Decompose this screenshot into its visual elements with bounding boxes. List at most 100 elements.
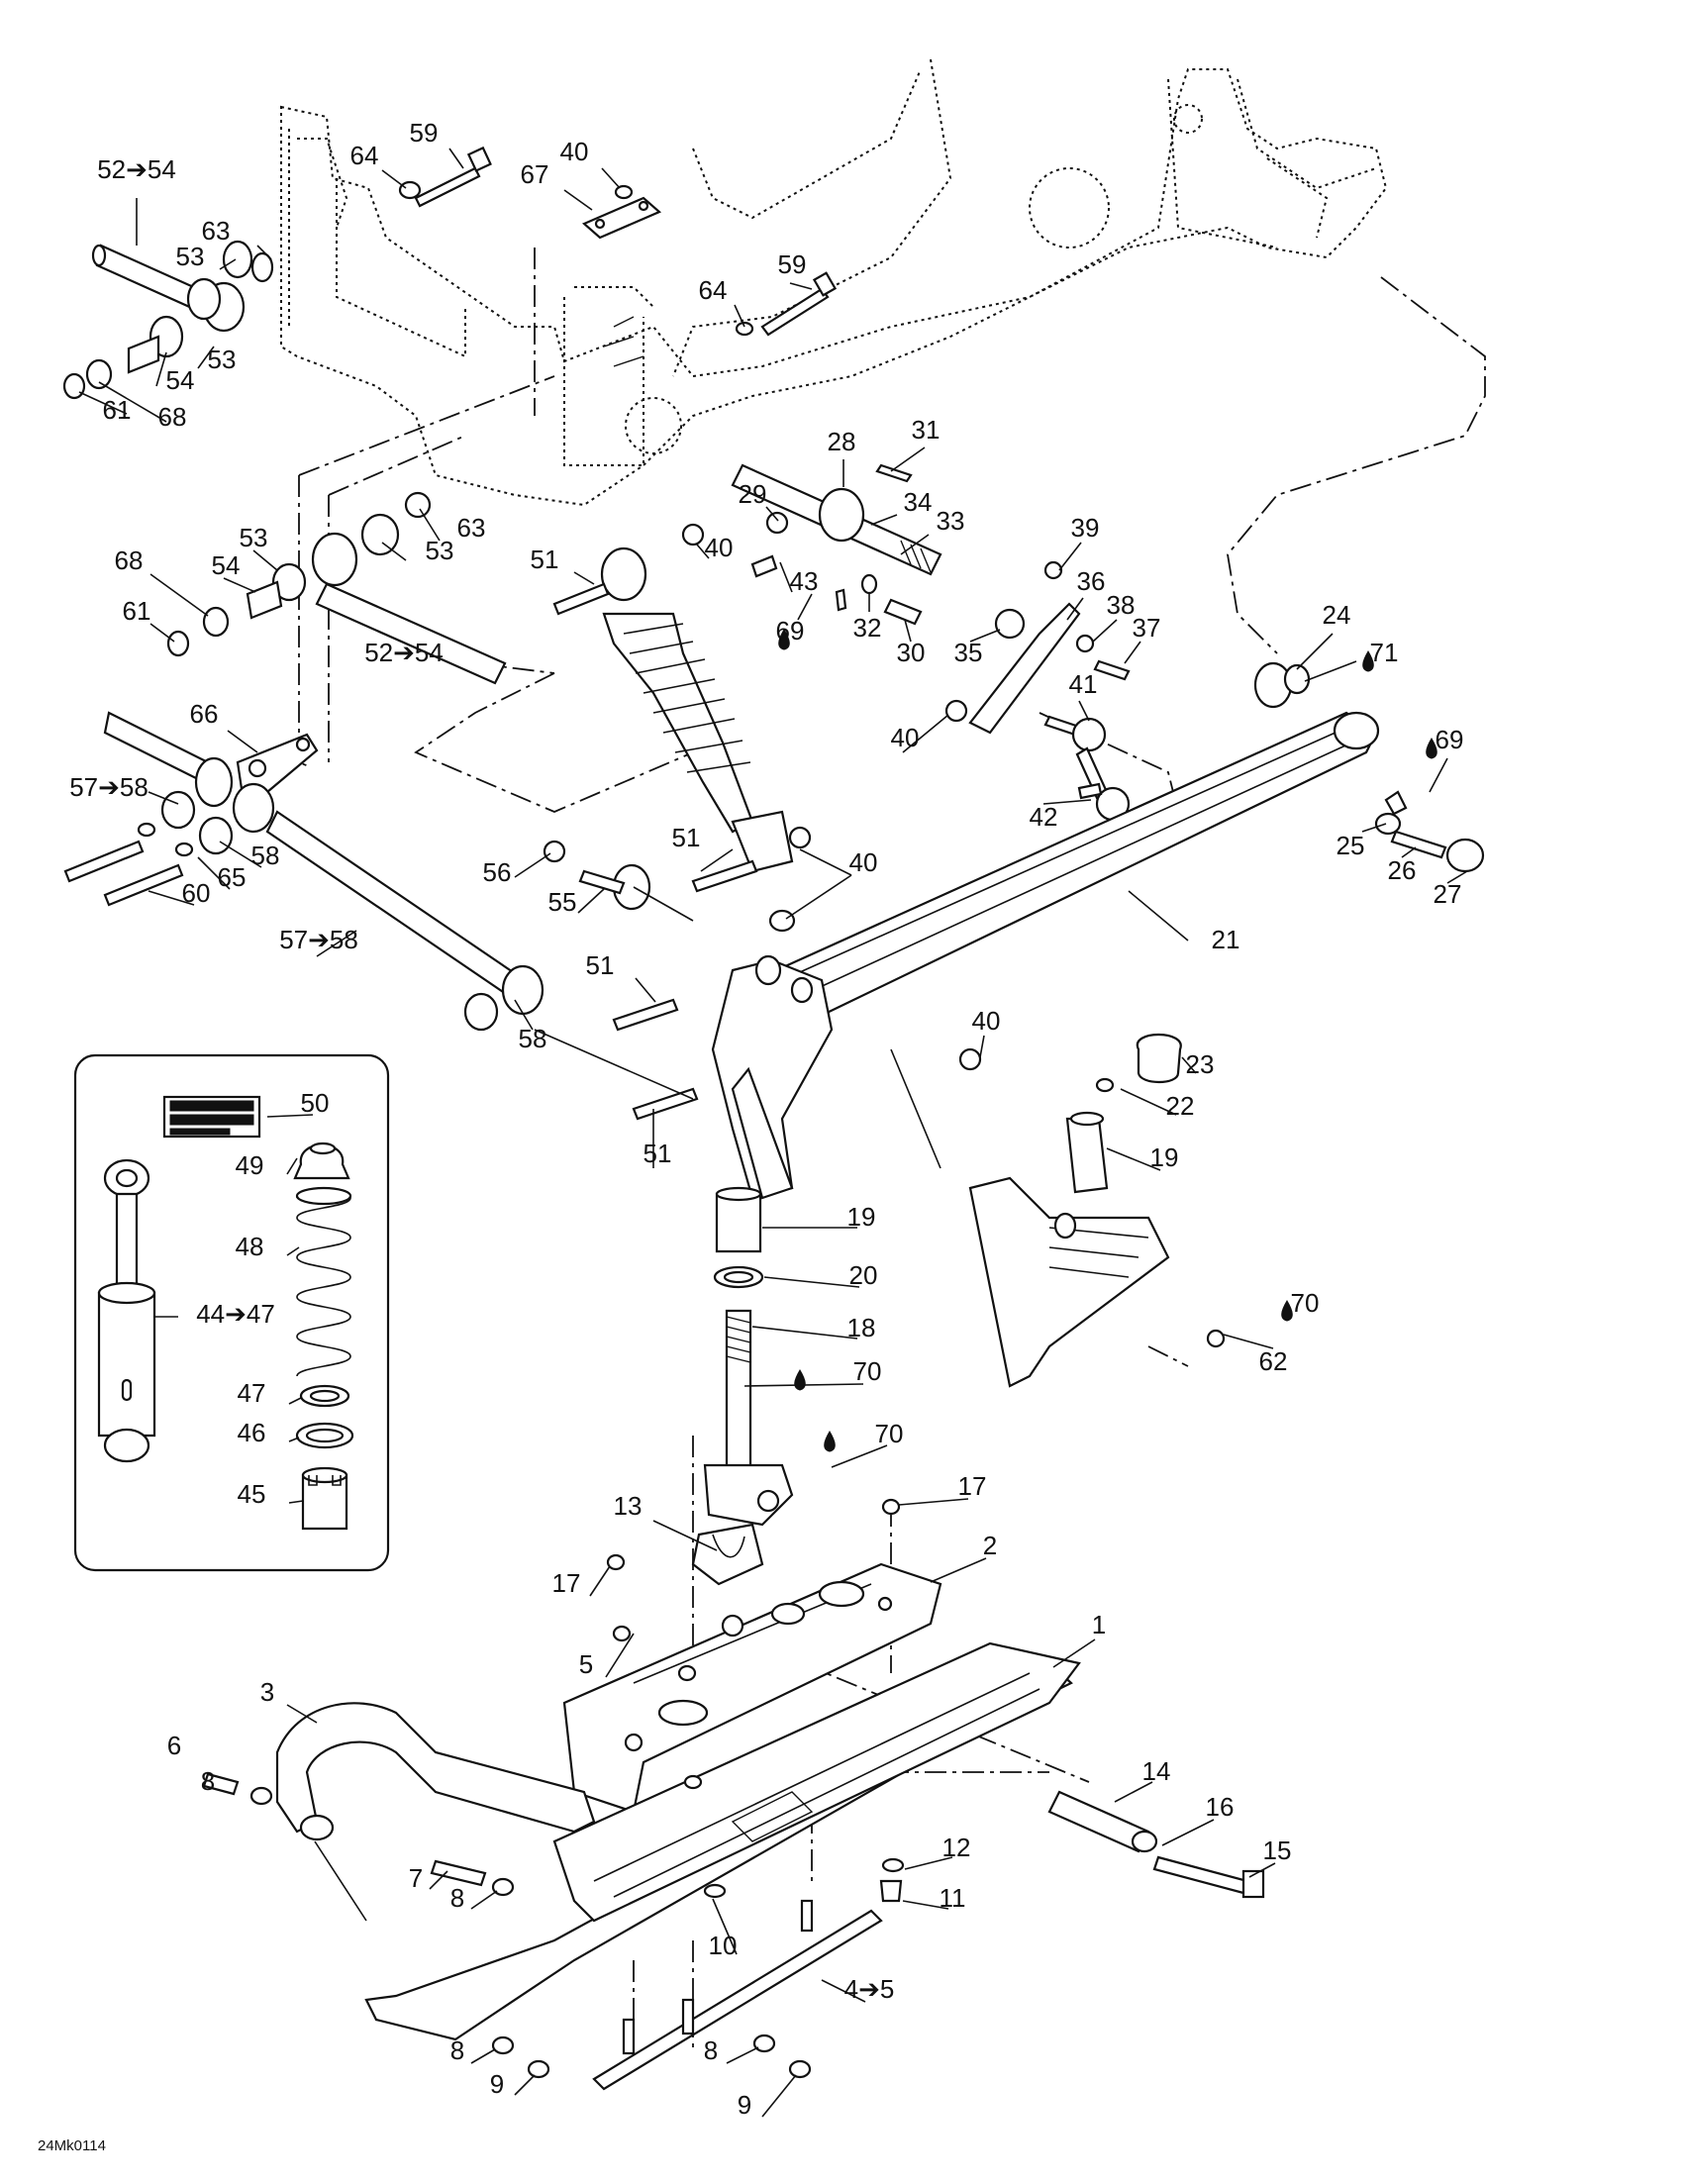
part-label-l4: 4➔5 [844,1974,895,2004]
part-label-l19a: 19 [1150,1142,1179,1172]
part-label-l49: 49 [236,1150,264,1180]
part-label-l29: 29 [739,479,767,509]
lubrication-drop-icons [778,629,1437,1452]
part-label-l1: 1 [1092,1610,1106,1639]
part-label-l8c: 8 [450,2035,464,2065]
part-label-l58b: 58 [519,1024,547,1053]
part-label-l8a: 8 [201,1766,215,1796]
part-label-l7: 7 [409,1863,423,1893]
part-label-l63b: 63 [457,513,486,543]
part-label-l23: 23 [1186,1049,1215,1079]
part-label-l51a: 51 [531,545,559,574]
trailing-arm [612,661,1485,1200]
part-label-l31: 31 [912,415,940,445]
part-label-l57a: 57➔58 [69,772,148,802]
part-label-l46: 46 [238,1418,266,1447]
drop-icon [824,1431,836,1452]
lower-arm-assembly [63,711,694,1100]
part-label-l48: 48 [236,1232,264,1261]
part-label-l21: 21 [1212,925,1240,954]
part-label-l68b: 68 [115,546,144,575]
part-label-l39: 39 [1071,513,1100,543]
part-label-l32: 32 [853,613,882,643]
part-label-l14: 14 [1142,1756,1171,1786]
part-label-l17b: 17 [552,1568,581,1598]
part-label-l51b: 51 [672,823,701,852]
drop-icon [778,629,790,650]
shock-parts-inset [73,1053,390,1572]
part-label-l8b: 8 [450,1883,464,1913]
part-label-l33: 33 [937,506,965,536]
sway-linkage [944,560,1131,822]
part-label-l13: 13 [614,1491,643,1521]
part-label-l41: 41 [1069,669,1098,699]
part-label-l12: 12 [942,1833,971,1862]
part-label-l54a: 54 [166,365,195,395]
part-label-l69a: 69 [776,616,805,645]
part-label-l5a: 5 [579,1649,593,1679]
steering-column [731,463,942,626]
part-label-l64a: 64 [350,141,379,170]
part-label-l70b: 70 [853,1356,882,1386]
part-label-l71: 71 [1370,638,1399,667]
part-label-l36: 36 [1077,566,1106,596]
ski [364,1641,1081,2091]
ski-handle [202,1702,1265,2079]
part-label-l38: 38 [1107,590,1136,620]
part-label-l18: 18 [847,1313,876,1342]
part-label-l44: 44➔47 [196,1299,275,1329]
part-label-l40e: 40 [972,1006,1001,1036]
kingpin-stack [691,1186,794,1586]
part-label-l28: 28 [828,427,856,456]
part-label-l27: 27 [1434,879,1462,909]
part-label-l52a: 52➔54 [97,154,176,184]
part-label-l64b: 64 [699,275,728,305]
part-label-l70a: 70 [1291,1288,1320,1318]
part-label-l8d: 8 [704,2035,718,2065]
part-label-l10: 10 [709,1931,738,1960]
drop-icon [1362,650,1374,672]
part-label-l57b: 57➔58 [279,925,358,954]
part-label-l30: 30 [897,638,926,667]
part-label-l70c: 70 [875,1419,904,1448]
drop-icon [794,1369,806,1391]
part-label-l19b: 19 [847,1202,876,1232]
part-label-l9b: 9 [738,2090,751,2120]
part-label-l40b: 40 [705,533,734,562]
part-label-l52b: 52➔54 [364,638,444,667]
part-label-l17a: 17 [958,1471,987,1501]
part-label-l34: 34 [904,487,933,517]
part-label-l25: 25 [1336,831,1365,860]
upper-tube-assembly [62,146,838,685]
part-label-l24: 24 [1323,600,1351,630]
part-label-l16: 16 [1206,1792,1235,1822]
part-label-l22: 22 [1166,1091,1195,1121]
part-label-l43: 43 [790,566,819,596]
leader-lines [78,148,1468,2118]
part-label-l15: 15 [1263,1836,1292,1865]
part-label-l40a: 40 [560,137,589,166]
part-label-l53a: 53 [176,242,205,271]
part-label-l53b: 53 [208,345,237,374]
part-label-l50: 50 [301,1088,330,1118]
part-label-l20: 20 [849,1260,878,1290]
part-label-l53c: 53 [240,523,268,552]
part-label-l59b: 59 [778,249,807,279]
spindle-detail [890,1034,1226,1388]
part-label-l68a: 68 [158,402,187,432]
part-label-l51d: 51 [644,1139,672,1168]
part-label-l3: 3 [260,1677,274,1707]
part-label-l62: 62 [1259,1346,1288,1376]
part-label-l59a: 59 [410,118,439,148]
part-label-l26: 26 [1388,855,1417,885]
part-label-l55: 55 [548,887,577,917]
part-label-l66: 66 [190,699,219,729]
part-label-l63a: 63 [202,216,231,246]
part-label-l67: 67 [521,159,549,189]
drop-icon [1281,1300,1293,1322]
part-label-l56: 56 [483,857,512,887]
part-label-l58a: 58 [251,841,280,870]
figure-code: 24Mk0114 [38,2137,106,2154]
